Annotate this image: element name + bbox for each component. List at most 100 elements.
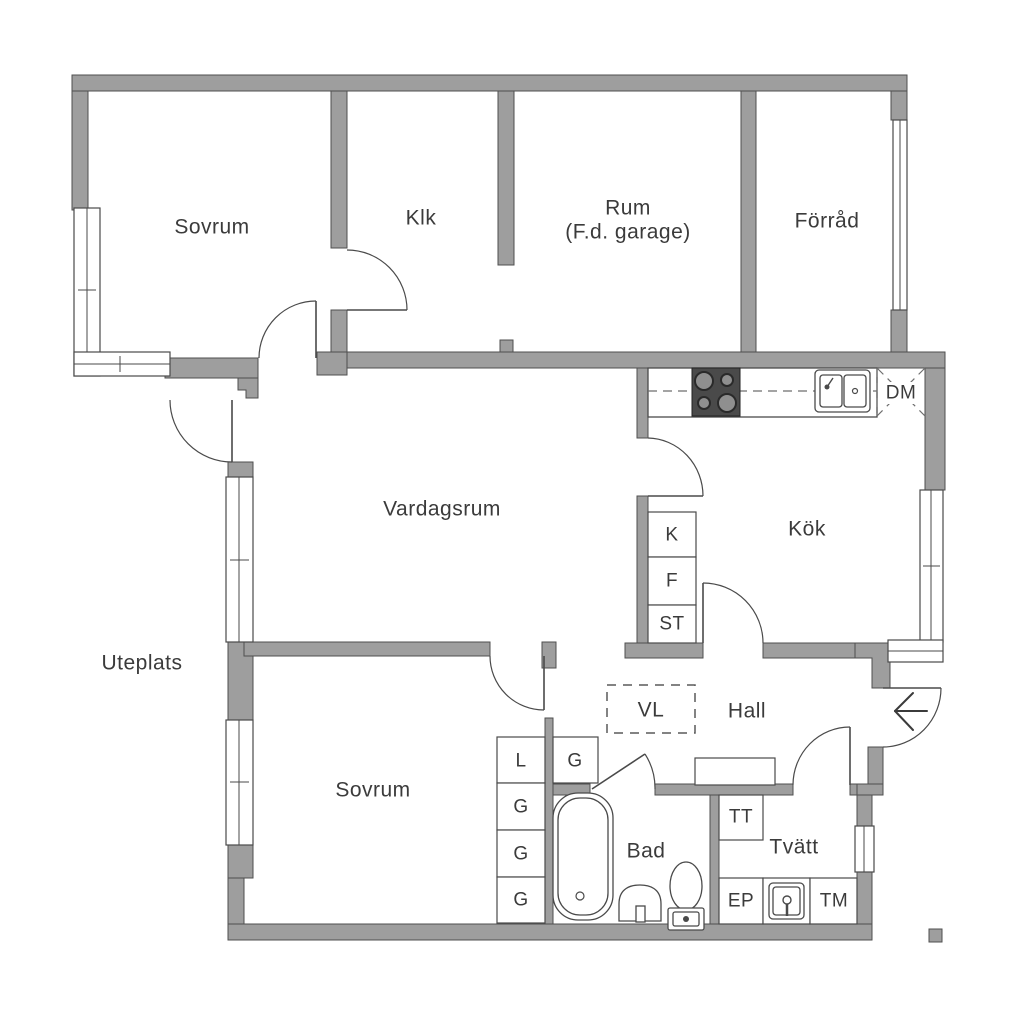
wall-kitchen-se-corner [854,642,891,689]
entrance-arrow-icon [894,692,928,731]
wall-bad-tvatt-top [654,783,794,796]
door-kok-hall [702,582,764,644]
hall-bench [694,757,776,786]
vl-zone: VL [606,684,696,734]
windows [73,119,944,873]
tvatt-sink-icon [762,877,811,925]
wall-step-corner [237,377,259,399]
wall-right-top-stub [890,90,908,121]
wall-kitchen-left-lower [636,495,649,644]
door-kok-vardagsrum [647,437,704,497]
door-sovrum-bottom [489,655,545,711]
wall-entrance-link [856,783,884,796]
wall-left-upper [71,90,89,211]
ep-label: EP [728,891,754,912]
rum-label: Rum [605,197,651,220]
bad-sink-icon [618,884,662,923]
f-label: F [666,571,678,592]
wall-klk-rum [497,90,515,266]
sovrum-bottom-label: Sovrum [335,779,410,802]
washer-tm: TM [809,877,858,925]
dishwasher-dm: DM [876,367,926,417]
room-labels: Sovrum Klk Rum (F.d. garage) Förråd Vard… [101,197,860,863]
window-vardagsrum [225,476,254,643]
wall-tvatt-right-lower [856,871,873,925]
wall-sovrum-klk-upper [330,90,348,249]
bad-label: Bad [627,840,666,863]
wall-kitchen-bottom-right [762,642,856,659]
ep-unit: EP [718,877,764,925]
walls [71,74,946,941]
door-tvatt [792,726,851,786]
wall-rum-forrad [740,90,757,353]
window-forrad [892,119,908,311]
laundry-fixtures: TT EP TM [718,794,858,925]
st-label: ST [659,614,684,635]
bathroom-fixtures [552,792,705,931]
dm-label: DM [886,383,917,404]
kok-label: Kök [788,518,826,541]
wall-bad-tvatt-divider [709,794,720,925]
wall-closet [544,717,554,925]
wall-kitchen-bottom-left [624,642,704,659]
dryer-tt: TT [718,794,764,841]
stove-icon [691,367,741,417]
forrad-label: Förråd [795,210,860,233]
bathtub-icon [552,792,614,921]
window-tvatt [854,825,875,873]
l-label: L [515,751,526,772]
uteplats-label: Uteplats [101,652,182,675]
vardagsrum-label: Vardagsrum [383,498,501,521]
wall-left-stub3 [227,844,254,879]
kitchen-sink-icon [814,369,871,413]
kitchen-fixtures: DM K F ST [647,367,926,644]
wall-vardagsrum-sovrum [243,641,491,657]
door-sovrum-top [258,300,317,359]
toilet-icon [667,861,705,931]
wall-left-stub1 [227,461,254,478]
wall-sovrum-door-stub [541,641,557,669]
door-entrance [882,687,942,748]
klk-label: Klk [406,207,437,230]
g3-label: G [513,844,528,865]
wall-sovrum-klk-stub [330,309,348,359]
window-sovrum-corner-horizontal [73,351,171,377]
wall-right-lower-stub [890,309,908,353]
window-sovrum-bottom [225,719,254,846]
closet-column: L G G G [496,736,546,924]
wall-junction-block [316,351,348,376]
door-uteplats [169,399,233,463]
scale-marker [928,928,943,943]
g1-label: G [567,751,582,772]
wall-klk-rum-stub [499,339,514,353]
cabinet-kfst: K F ST [647,511,697,644]
wall-sovrum-bottom [164,357,259,379]
k-label: K [665,525,678,546]
door-klk [346,249,408,311]
window-kok-corner-horizontal [887,639,944,663]
g4-label: G [513,890,528,911]
wall-top [71,74,908,92]
rum-sub-label: (F.d. garage) [565,221,691,244]
tt-label: TT [729,807,753,828]
closet-g-hall: G [552,736,599,784]
tm-label: TM [820,891,848,912]
wall-entrance-jamb [867,746,884,785]
hall-label: Hall [728,700,766,723]
vl-label: VL [638,699,665,722]
wall-tvatt-right-upper [856,794,873,827]
tvatt-label: Tvätt [769,836,818,859]
window-sovrum-corner-vertical [73,207,101,377]
door-bad [591,753,656,790]
wall-kitchen-right [924,367,946,491]
wall-left-lower [227,877,245,925]
doors [169,249,942,790]
hall-closets: L G G G G VL [496,684,928,924]
sovrum-top-label: Sovrum [174,216,249,239]
wall-main-horizontal [346,351,946,369]
wall-kitchen-left-upper [636,367,649,439]
wall-bottom [227,923,873,941]
window-kok-corner-vertical [919,489,944,643]
